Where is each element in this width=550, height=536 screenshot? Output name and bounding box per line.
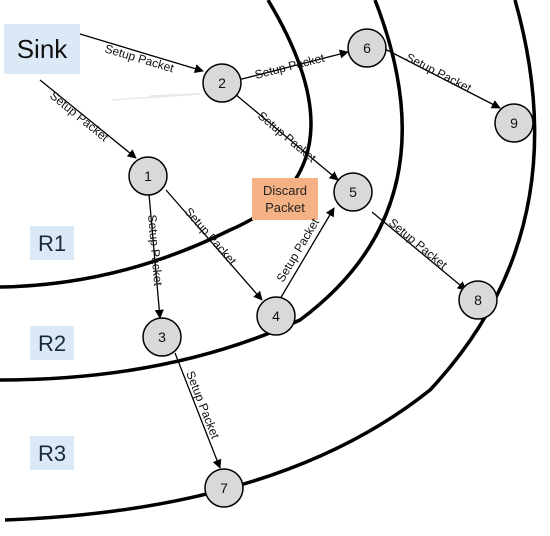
svg-text:6: 6 (363, 40, 371, 56)
svg-text:R3: R3 (38, 441, 66, 466)
node-9: 9 (494, 103, 534, 143)
region-label-r2: R2 (30, 326, 74, 360)
svg-text:R1: R1 (38, 231, 66, 256)
region-label-r1: R1 (30, 226, 74, 260)
svg-text:Setup Packet: Setup Packet (386, 216, 450, 273)
edge-1-3: Setup Packet (145, 193, 165, 319)
svg-text:Setup Packet: Setup Packet (47, 88, 112, 144)
svg-text:Setup Packet: Setup Packet (103, 41, 176, 75)
svg-text:Setup Packet: Setup Packet (404, 50, 475, 95)
region-boundary-r1 (0, 0, 313, 289)
svg-text:7: 7 (220, 480, 228, 496)
node-8: 8 (458, 280, 498, 320)
svg-text:Setup Packet: Setup Packet (182, 205, 240, 268)
svg-text:2: 2 (218, 75, 226, 91)
svg-text:3: 3 (158, 329, 166, 345)
node-7: 7 (204, 468, 244, 508)
edge-sink-1: Setup Packet (39, 79, 137, 159)
sink-box: Sink (4, 24, 80, 74)
edge-3-7: Setup Packet (174, 352, 223, 469)
svg-text:Setup Packet: Setup Packet (274, 215, 323, 284)
svg-text:Discard: Discard (263, 183, 307, 198)
node-6: 6 (347, 28, 387, 68)
edge-1-4: Setup Packet (165, 189, 263, 301)
svg-text:4: 4 (272, 308, 280, 324)
region-label-r3: R3 (30, 436, 74, 470)
discard-packet-box: Discard Packet (252, 178, 318, 220)
edge-sink-2: Setup Packet (79, 33, 204, 76)
svg-text:R2: R2 (38, 331, 66, 356)
svg-text:8: 8 (474, 292, 482, 308)
svg-text:Sink: Sink (17, 34, 69, 64)
node-5: 5 (333, 172, 373, 212)
svg-text:9: 9 (510, 115, 518, 131)
svg-text:1: 1 (144, 168, 152, 184)
edge-2-6: Setup Packet (237, 49, 349, 82)
svg-text:Setup Packet: Setup Packet (183, 369, 222, 441)
edge-4-5: Setup Packet (274, 207, 335, 300)
node-4: 4 (256, 296, 296, 336)
faint-guide-line (111, 93, 201, 101)
node-3: 3 (142, 317, 182, 357)
svg-text:5: 5 (349, 184, 357, 200)
svg-text:Setup Packet: Setup Packet (253, 51, 326, 82)
edge-2-5: Setup Packet (234, 93, 339, 181)
node-1: 1 (128, 156, 168, 196)
svg-text:Setup Packet: Setup Packet (145, 214, 165, 287)
svg-text:Packet: Packet (265, 200, 305, 215)
region-boundary-r2 (0, 0, 404, 382)
node-2: 2 (202, 63, 242, 103)
region-boundary-r3 (4, 0, 537, 522)
edge-5-8: Setup Packet (371, 211, 467, 291)
